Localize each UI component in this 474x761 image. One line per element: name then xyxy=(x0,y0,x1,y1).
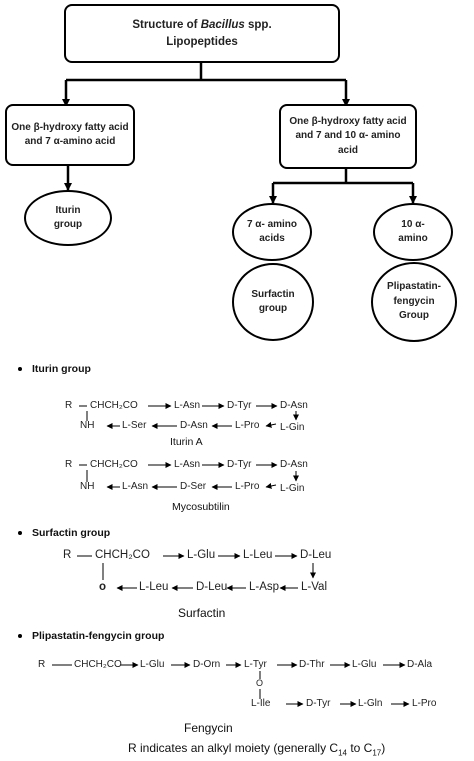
surfactin-group-node: Surfactin group xyxy=(232,263,314,341)
footnote-sub-start: 14 xyxy=(338,748,347,758)
left-class-line2: and 7 α-amino acid xyxy=(24,136,116,147)
seven-node-line2: acids xyxy=(259,233,285,244)
residue-b3: L-Asp xyxy=(249,581,280,593)
footnote-sub-end: 17 xyxy=(372,748,382,758)
residue-r: R xyxy=(63,549,72,561)
plip-node-line2: fengycin xyxy=(393,295,435,307)
residue-b2: D-Ser xyxy=(180,481,207,492)
residue-b1: L-Leu xyxy=(139,581,169,593)
plip-node-line3: Group xyxy=(399,310,429,322)
fatty-chain: CHCH₂CO xyxy=(95,549,150,561)
residue-a3: D-Asn xyxy=(280,459,308,470)
residue-b4: L-Gin xyxy=(280,422,305,433)
bullet-icon xyxy=(18,367,22,372)
fatty-chain: CHCH₂CO xyxy=(74,659,122,670)
residue-a2: L-Leu xyxy=(243,549,273,561)
residue-o: o xyxy=(99,581,107,593)
plip-node-line1: Plipastatin- xyxy=(387,281,441,293)
seven-amino-node: 7 α- amino acids xyxy=(232,203,312,261)
root-title: Structure of Bacillus spp. xyxy=(132,18,272,31)
bullet-icon xyxy=(18,531,22,536)
residue-a2: D-Tyr xyxy=(227,400,252,411)
fatty-chain: CHCH₂CO xyxy=(90,400,138,411)
residue-b4: L-Pro xyxy=(412,698,437,709)
residue-b2: D-Leu xyxy=(196,581,228,593)
surfactin-caption: Surfactin xyxy=(178,606,226,620)
left-class-line1: One β-hydroxy fatty acid xyxy=(11,121,129,133)
residue-b2: D-Asn xyxy=(180,420,208,431)
right-class-box: One β-hydroxy fatty acid and 7 and 10 α-… xyxy=(279,104,417,169)
residue-b1: L-Ile xyxy=(251,698,271,709)
residue-r: R xyxy=(38,659,46,670)
residue-nh: NH xyxy=(80,420,95,431)
residue-b1: L-Ser xyxy=(122,420,147,431)
chem-connectors xyxy=(52,403,410,707)
residue-r: R xyxy=(65,400,73,411)
residue-b3: L-Pro xyxy=(235,420,260,431)
footnote: R indicates an alkyl moiety (generally C… xyxy=(128,741,385,757)
residue-a1: L-Asn xyxy=(174,459,201,470)
surfactin-node-line2: group xyxy=(258,303,288,314)
residue-a5: L-Glu xyxy=(352,659,377,670)
footnote-mid: to C xyxy=(347,741,373,755)
residue-a4: D-Thr xyxy=(299,659,325,670)
footnote-end: ) xyxy=(381,741,386,755)
plipastatin-group-node: Plipastatin- fengycin Group xyxy=(371,262,457,342)
residue-b2: D-Tyr xyxy=(306,698,331,709)
residue-b3: L-Pro xyxy=(235,481,260,492)
section-surfactin-label: Surfactin group xyxy=(32,527,111,539)
bullet-icon xyxy=(18,634,22,639)
ten-node-line1: 10 α- xyxy=(401,218,425,230)
residue-r: R xyxy=(65,459,73,470)
mycosubtilin-caption: Mycosubtilin xyxy=(172,501,230,513)
root-box: Structure of Bacillus spp. Lipopeptides xyxy=(64,4,340,63)
residue-b1: L-Asn xyxy=(122,481,149,492)
left-class-box: One β-hydroxy fatty acid and 7 α-amino a… xyxy=(5,104,135,166)
ten-node-line2: amino xyxy=(398,233,428,244)
residue-a3: L-Tyr xyxy=(244,659,267,670)
residue-a1: L-Asn xyxy=(174,400,201,411)
residue-a3: D-Asn xyxy=(280,400,308,411)
iturin-node-line2: group xyxy=(53,219,83,230)
right-class-line2: and 7 and 10 α- amino xyxy=(295,130,401,142)
fatty-chain: CHCH₂CO xyxy=(90,459,138,470)
iturin-node-line1: Iturin xyxy=(55,204,81,216)
residue-a1: L-Glu xyxy=(187,549,216,561)
section-plipastatin-label: Plipastatin-fengycin group xyxy=(32,630,165,642)
residue-a1: L-Glu xyxy=(140,659,165,670)
section-plipastatin-heading: Plipastatin-fengycin group xyxy=(18,630,164,642)
residue-a3: D-Leu xyxy=(300,549,332,561)
section-iturin-heading: Iturin group xyxy=(18,363,91,375)
surfactin-node-line1: Surfactin xyxy=(251,288,295,300)
residue-a2: D-Orn xyxy=(193,659,221,670)
residue-b4: L-Val xyxy=(301,581,327,593)
right-class-line3: acid xyxy=(337,144,358,156)
residue-b4: L-Gin xyxy=(280,483,305,494)
residue-o: O xyxy=(256,678,264,688)
fengycin-caption: Fengycin xyxy=(184,721,233,735)
seven-node-line1: 7 α- amino xyxy=(246,218,298,230)
residue-a6: D-Ala xyxy=(407,659,433,670)
section-surfactin-heading: Surfactin group xyxy=(18,527,110,539)
iturin-group-node: Iturin group xyxy=(24,190,112,246)
section-iturin-label: Iturin group xyxy=(32,363,91,375)
root-subtitle: Lipopeptides xyxy=(166,35,238,48)
iturin-a-caption: Iturin A xyxy=(170,436,203,448)
flow-connectors xyxy=(62,62,417,204)
footnote-text: R indicates an alkyl moiety (generally C xyxy=(128,741,339,755)
residue-a2: D-Tyr xyxy=(227,459,252,470)
residue-b3: L-Gln xyxy=(358,698,383,709)
right-class-line1: One β-hydroxy fatty acid xyxy=(289,115,407,127)
ten-amino-node: 10 α- amino xyxy=(373,203,453,261)
residue-nh: NH xyxy=(80,481,95,492)
